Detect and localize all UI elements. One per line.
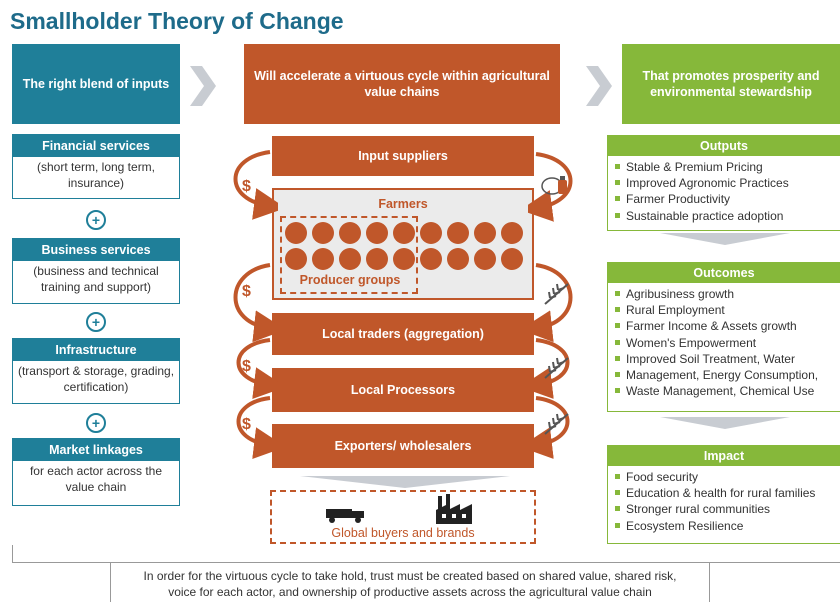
list-item: Improved Soil Treatment, Water — [614, 351, 840, 367]
wheat-icon — [544, 283, 569, 305]
outputs-box: Outputs Stable & Premium Pricing Improve… — [607, 135, 840, 231]
global-buyers-label: Global buyers and brands — [331, 526, 475, 540]
list-item: Improved Agronomic Practices — [614, 175, 840, 191]
down-arrow-icon — [660, 417, 790, 429]
dollar-icon: $ — [242, 358, 251, 375]
outputs-heading: Outputs — [608, 136, 840, 156]
farmers-label: Farmers — [378, 197, 428, 211]
footer-note: In order for the virtuous cycle to take … — [112, 568, 708, 600]
farmer-dot — [501, 248, 523, 270]
cycle-arrows-left — [233, 150, 278, 459]
truck-icon — [326, 509, 364, 523]
funnel-arrow-icon — [300, 476, 510, 488]
list-item: Farmer Productivity — [614, 191, 840, 207]
list-item-continued: Waste Management, Chemical Use — [614, 383, 840, 399]
farmer-dot — [312, 222, 334, 244]
dollar-icon: $ — [242, 283, 251, 300]
list-item: Women's Empowerment — [614, 335, 840, 351]
chevron-arrow-icon — [586, 66, 612, 106]
input-body: (business and technical training and sup… — [33, 264, 159, 294]
input-suppliers-bar: Input suppliers — [272, 136, 534, 176]
outcomes-box: Outcomes Agribusiness growth Rural Emplo… — [607, 262, 840, 412]
footer-box — [110, 563, 710, 602]
dollar-icon: $ — [242, 178, 251, 195]
farmer-dot — [285, 222, 307, 244]
farmer-dot — [474, 248, 496, 270]
local-traders-bar: Local traders (aggregation) — [272, 313, 534, 355]
plus-icon: + — [86, 413, 106, 433]
farmer-dot — [312, 248, 334, 270]
list-item: Food security — [614, 469, 840, 485]
farmer-dot — [339, 222, 361, 244]
input-market-linkages: Market linkages for each actor across th… — [12, 438, 180, 506]
list-item: Agribusiness growth — [614, 286, 840, 302]
input-heading: Financial services — [13, 135, 179, 157]
exporters-bar: Exporters/ wholesalers — [272, 424, 534, 468]
input-body: (short term, long term, insurance) — [36, 160, 156, 190]
input-heading: Market linkages — [13, 439, 179, 461]
list-item: Ecosystem Resilience — [614, 518, 840, 534]
list-item: Stronger rural communities — [614, 501, 840, 517]
farmer-dot — [339, 248, 361, 270]
footer-line: In order for the virtuous cycle to take … — [143, 569, 677, 583]
input-heading: Infrastructure — [13, 339, 179, 361]
farmer-dot — [501, 222, 523, 244]
global-buyers-box: Global buyers and brands — [270, 490, 536, 544]
list-item: Education & health for rural families — [614, 485, 840, 501]
header-inputs: The right blend of inputs — [12, 44, 180, 124]
farmer-dot — [420, 248, 442, 270]
outcomes-heading: Outcomes — [608, 263, 840, 283]
farmer-dot — [447, 222, 469, 244]
input-business-services: Business services (business and technica… — [12, 238, 180, 304]
list-item-continued: Management, Energy Consumption, — [614, 367, 840, 383]
dollar-icon: $ — [242, 416, 251, 433]
fertilizer-sprayer-icon — [541, 176, 567, 195]
input-financial-services: Financial services (short term, long ter… — [12, 134, 180, 199]
plus-icon: + — [86, 210, 106, 230]
farmer-dot — [285, 248, 307, 270]
chevron-arrow-icon — [190, 66, 216, 106]
bracket-line — [12, 545, 840, 563]
factory-icon — [436, 494, 472, 524]
page-title: Smallholder Theory of Change — [10, 8, 344, 34]
farmer-dot — [474, 222, 496, 244]
farmers-box: Farmers — [272, 188, 534, 300]
list-item: Farmer Income & Assets growth — [614, 318, 840, 334]
farmer-dot — [447, 248, 469, 270]
input-heading: Business services — [13, 239, 179, 261]
cycle-arrows-right — [528, 152, 573, 459]
input-body: for each actor across the value chain — [29, 464, 163, 494]
wheat-icon — [544, 413, 569, 435]
farmer-dot — [420, 222, 442, 244]
list-item: Sustainable practice adoption — [614, 208, 840, 224]
plus-icon: + — [86, 312, 106, 332]
input-infrastructure: Infrastructure (transport & storage, gra… — [12, 338, 180, 404]
header-outcomes: That promotes prosperity and environment… — [622, 44, 840, 124]
impact-heading: Impact — [608, 446, 840, 466]
header-value-chain: Will accelerate a virtuous cycle within … — [244, 44, 560, 124]
farmer-dot — [366, 248, 388, 270]
impact-box: Impact Food security Education & health … — [607, 445, 840, 544]
local-processors-bar: Local Processors — [272, 368, 534, 412]
producer-groups-box — [280, 216, 418, 294]
producer-groups-label: Producer groups — [299, 273, 401, 287]
down-arrow-icon — [660, 233, 790, 245]
list-item: Stable & Premium Pricing — [614, 159, 840, 175]
input-body: (transport & storage, grading, certifica… — [17, 364, 175, 394]
list-item: Rural Employment — [614, 302, 840, 318]
footer-line: voice for each actor, and ownership of p… — [168, 585, 652, 600]
farmer-dot — [366, 222, 388, 244]
farmer-dot — [393, 222, 415, 244]
farmer-dot — [393, 248, 415, 270]
wheat-icon — [544, 357, 569, 379]
